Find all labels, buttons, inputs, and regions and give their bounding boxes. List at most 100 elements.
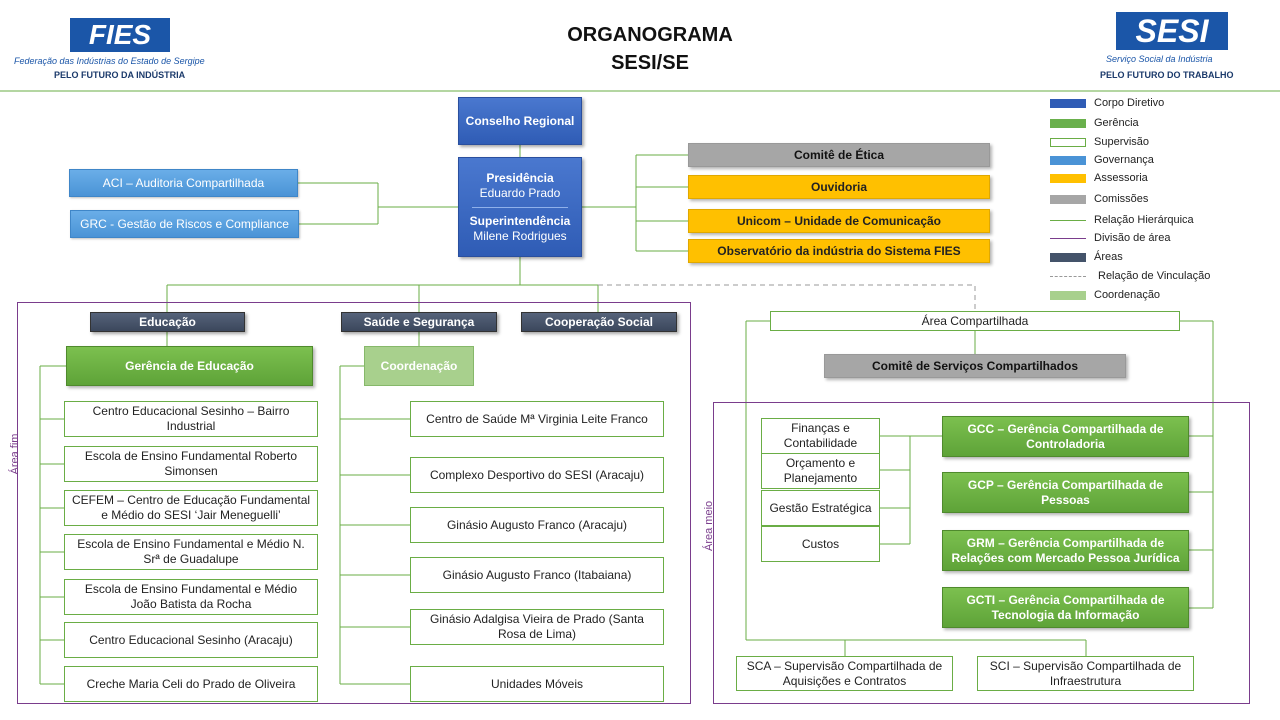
educacao-unit[interactable]: Escola de Ensino Fundamental e Médio N. … bbox=[64, 534, 318, 570]
fies-logo-tagline: PELO FUTURO DA INDÚSTRIA bbox=[54, 70, 186, 80]
saude-unit-label: Ginásio Adalgisa Vieira de Prado (Santa … bbox=[430, 612, 644, 641]
legend-label: Supervisão bbox=[1094, 136, 1150, 148]
educacao-unit[interactable]: Creche Maria Celi do Prado de Oliveira bbox=[64, 666, 318, 702]
gerencia-compartilhada-box[interactable]: GRM – Gerência Compartilhada de Relações… bbox=[942, 530, 1189, 571]
grc-label: GRC - Gestão de Riscos e Compliance bbox=[80, 216, 289, 231]
grc-box[interactable]: GRC - Gestão de Riscos e Compliance bbox=[70, 210, 299, 238]
comite-servicos-box[interactable]: Comitê de Serviços Compartilhados bbox=[824, 354, 1126, 378]
educacao-unit-label: Centro Educacional Sesinho – Bairro Indu… bbox=[92, 404, 290, 433]
saude-unit[interactable]: Unidades Móveis bbox=[410, 666, 664, 702]
observatorio-box[interactable]: Observatório da indústria do Sistema FIE… bbox=[688, 239, 990, 263]
saude-unit[interactable]: Ginásio Adalgisa Vieira de Prado (Santa … bbox=[410, 609, 664, 645]
supervisao-compartilhada-box[interactable]: SCI – Supervisão Compartilhada de Infrae… bbox=[977, 656, 1194, 691]
legend-swatch bbox=[1050, 275, 1086, 277]
educacao-unit-label: Escola de Ensino Fundamental e Médio Joã… bbox=[84, 582, 298, 611]
gerencia-compartilhada-label: GCTI – Gerência Compartilhada de Tecnolo… bbox=[966, 592, 1165, 622]
educacao-unit[interactable]: Centro Educacional Sesinho – Bairro Indu… bbox=[64, 401, 318, 437]
legend-label: Gerência bbox=[1094, 117, 1139, 129]
area-fim-label: Área fim bbox=[9, 433, 21, 475]
gerencia-educacao-box[interactable]: Gerência de Educação bbox=[66, 346, 313, 386]
legend-item: Supervisão bbox=[1050, 134, 1149, 150]
area-compartilhada-label: Área Compartilhada bbox=[921, 313, 1029, 328]
educacao-unit[interactable]: Centro Educacional Sesinho (Aracaju) bbox=[64, 622, 318, 658]
supervisao-label: Finanças e Contabilidade bbox=[783, 421, 858, 450]
area-compartilhada-box[interactable]: Área Compartilhada bbox=[770, 311, 1180, 331]
legend-item: Coordenação bbox=[1050, 287, 1160, 303]
saude-unit-label: Ginásio Augusto Franco (Itabaiana) bbox=[442, 567, 632, 582]
fies-logo-subtitle: Federação das Indústrias do Estado de Se… bbox=[14, 56, 205, 66]
supervisao-label: Custos bbox=[801, 536, 840, 551]
gerencia-compartilhada-box[interactable]: GCTI – Gerência Compartilhada de Tecnolo… bbox=[942, 587, 1189, 628]
legend-item: Relação de Vinculação bbox=[1050, 268, 1210, 284]
supervisao-box[interactable]: Orçamento e Planejamento bbox=[761, 453, 880, 489]
legend-label: Divisão de área bbox=[1094, 232, 1171, 244]
legend-item: Áreas bbox=[1050, 249, 1123, 265]
sesi-logo: SESI Serviço Social da Indústria PELO FU… bbox=[1090, 10, 1270, 85]
legend-label: Comissões bbox=[1094, 193, 1149, 205]
saude-unit-label: Unidades Móveis bbox=[490, 676, 584, 691]
gerencia-compartilhada-label: GCP – Gerência Compartilhada de Pessoas bbox=[967, 477, 1164, 507]
supervisao-box[interactable]: Custos bbox=[761, 526, 880, 562]
supervisao-compartilhada-box[interactable]: SCA – Supervisão Compartilhada de Aquisi… bbox=[736, 656, 953, 691]
educacao-unit[interactable]: CEFEM – Centro de Educação Fundamental e… bbox=[64, 490, 318, 526]
coordenacao-label: Coordenação bbox=[380, 358, 458, 373]
supervisao-compartilhada-label: SCA – Supervisão Compartilhada de Aquisi… bbox=[746, 658, 943, 688]
unicom-box[interactable]: Unicom – Unidade de Comunicação bbox=[688, 209, 990, 233]
area-cooperacao-social[interactable]: Cooperação Social bbox=[521, 312, 677, 332]
ouvidoria-box[interactable]: Ouvidoria bbox=[688, 175, 990, 199]
legend-label: Relação Hierárquica bbox=[1094, 214, 1194, 226]
legend-item: Governança bbox=[1050, 152, 1154, 168]
conselho-regional-box[interactable]: Conselho Regional bbox=[458, 97, 582, 145]
superintendencia-name: Milene Rodrigues bbox=[473, 228, 567, 243]
coordenacao-box[interactable]: Coordenação bbox=[364, 346, 474, 386]
saude-unit[interactable]: Ginásio Augusto Franco (Aracaju) bbox=[410, 507, 664, 543]
gerencia-compartilhada-box[interactable]: GCC – Gerência Compartilhada de Controla… bbox=[942, 416, 1189, 457]
legend-label: Relação de Vinculação bbox=[1098, 270, 1211, 282]
supervisao-box[interactable]: Gestão Estratégica bbox=[761, 490, 880, 526]
legend-swatch bbox=[1050, 252, 1086, 262]
presidencia-divider bbox=[472, 206, 568, 208]
saude-unit-label: Ginásio Augusto Franco (Aracaju) bbox=[446, 517, 628, 532]
legend-item: Gerência bbox=[1050, 115, 1139, 131]
legend-item: Assessoria bbox=[1050, 170, 1148, 186]
area-cooperacao-label: Cooperação Social bbox=[544, 314, 654, 329]
area-educacao[interactable]: Educação bbox=[90, 312, 245, 332]
legend-label: Áreas bbox=[1094, 251, 1123, 263]
observatorio-label: Observatório da indústria do Sistema FIE… bbox=[717, 243, 961, 258]
educacao-unit[interactable]: Escola de Ensino Fundamental Roberto Sim… bbox=[64, 446, 318, 482]
fies-logo-mark: FIES bbox=[70, 18, 170, 52]
ouvidoria-label: Ouvidoria bbox=[810, 179, 867, 194]
legend-label: Assessoria bbox=[1094, 172, 1148, 184]
presidencia-title: Presidência bbox=[486, 170, 554, 185]
gerencia-compartilhada-box[interactable]: GCP – Gerência Compartilhada de Pessoas bbox=[942, 472, 1189, 513]
area-saude-seguranca[interactable]: Saúde e Segurança bbox=[341, 312, 497, 332]
comite-servicos-label: Comitê de Serviços Compartilhados bbox=[871, 358, 1079, 373]
educacao-unit-label: CEFEM – Centro de Educação Fundamental e… bbox=[71, 493, 311, 522]
saude-unit[interactable]: Ginásio Augusto Franco (Itabaiana) bbox=[410, 557, 664, 593]
comite-etica-box[interactable]: Comitê de Ética bbox=[688, 143, 990, 167]
supervisao-box[interactable]: Finanças e Contabilidade bbox=[761, 418, 880, 454]
educacao-unit[interactable]: Escola de Ensino Fundamental e Médio Joã… bbox=[64, 579, 318, 615]
comite-etica-label: Comitê de Ética bbox=[793, 147, 885, 162]
area-fim-frame bbox=[17, 302, 691, 704]
educacao-unit-label: Creche Maria Celi do Prado de Oliveira bbox=[86, 676, 296, 691]
sesi-logo-subtitle: Serviço Social da Indústria bbox=[1106, 54, 1213, 64]
saude-unit-label: Complexo Desportivo do SESI (Aracaju) bbox=[429, 467, 645, 482]
legend-swatch bbox=[1050, 137, 1086, 147]
legend-item: Comissões bbox=[1050, 191, 1148, 207]
page-subtitle: SESI/SE bbox=[611, 52, 689, 74]
saude-unit[interactable]: Centro de Saúde Mª Virginia Leite Franco bbox=[410, 401, 664, 437]
presidencia-box[interactable]: Presidência Eduardo Prado Superintendênc… bbox=[458, 157, 582, 257]
legend-swatch bbox=[1050, 118, 1086, 128]
aci-label: ACI – Auditoria Compartilhada bbox=[102, 175, 265, 190]
aci-box[interactable]: ACI – Auditoria Compartilhada bbox=[69, 169, 298, 197]
educacao-unit-label: Escola de Ensino Fundamental e Médio N. … bbox=[77, 537, 305, 566]
presidencia-name: Eduardo Prado bbox=[479, 185, 561, 200]
sesi-logo-tagline: PELO FUTURO DO TRABALHO bbox=[1100, 70, 1234, 80]
legend-swatch bbox=[1050, 155, 1086, 165]
legend-item: Divisão de área bbox=[1050, 230, 1170, 246]
educacao-unit-label: Centro Educacional Sesinho (Aracaju) bbox=[89, 632, 293, 647]
saude-unit[interactable]: Complexo Desportivo do SESI (Aracaju) bbox=[410, 457, 664, 493]
supervisao-compartilhada-label: SCI – Supervisão Compartilhada de Infrae… bbox=[989, 658, 1182, 688]
conselho-regional-label: Conselho Regional bbox=[465, 113, 575, 128]
